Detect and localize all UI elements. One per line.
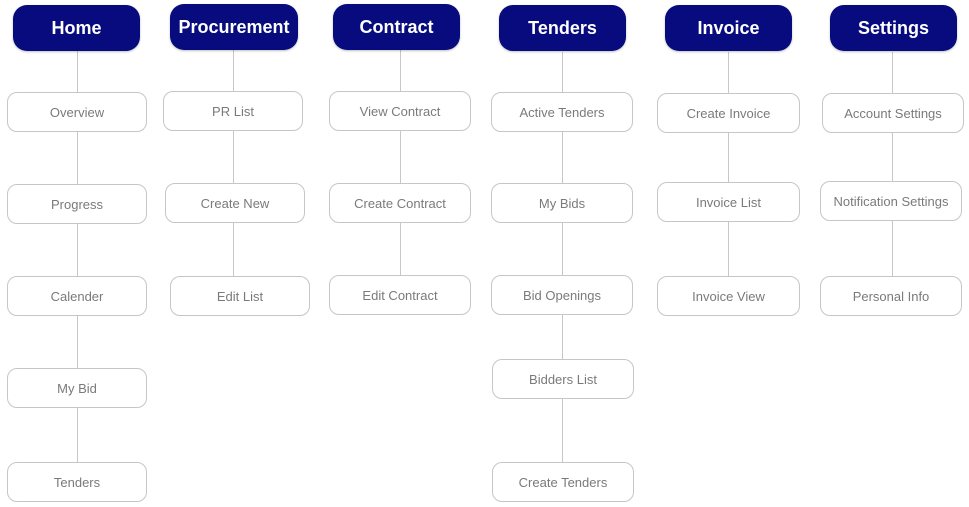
connector-line [76,50,78,465]
connector-line [891,52,893,278]
node-create-invoice[interactable]: Create Invoice [657,93,800,133]
header-home[interactable]: Home [13,5,140,51]
header-tenders[interactable]: Tenders [499,5,626,51]
node-overview[interactable]: Overview [7,92,147,132]
node-tenders[interactable]: Tenders [7,462,147,502]
node-bid-openings[interactable]: Bid Openings [491,275,633,315]
node-progress[interactable]: Progress [7,184,147,224]
node-create-new[interactable]: Create New [165,183,305,223]
node-invoice-view[interactable]: Invoice View [657,276,800,316]
node-edit-list[interactable]: Edit List [170,276,310,316]
header-contract[interactable]: Contract [333,4,460,50]
node-calender[interactable]: Calender [7,276,147,316]
node-bidders-list[interactable]: Bidders List [492,359,634,399]
column-contract: Contract View Contract Create Contract E… [329,0,471,507]
node-create-contract[interactable]: Create Contract [329,183,471,223]
column-tenders: Tenders Active Tenders My Bids Bid Openi… [491,0,634,507]
node-create-tenders[interactable]: Create Tenders [492,462,634,502]
column-invoice: Invoice Create Invoice Invoice List Invo… [657,0,800,507]
header-procurement[interactable]: Procurement [170,4,298,50]
node-active-tenders[interactable]: Active Tenders [491,92,633,132]
node-notification-settings[interactable]: Notification Settings [820,181,962,221]
node-personal-info[interactable]: Personal Info [820,276,962,316]
node-my-bid[interactable]: My Bid [7,368,147,408]
node-invoice-list[interactable]: Invoice List [657,182,800,222]
node-my-bids[interactable]: My Bids [491,183,633,223]
header-settings[interactable]: Settings [830,5,957,51]
connector-line [728,52,729,278]
connector-line [399,50,401,278]
column-home: Home Overview Progress Calender My Bid T… [7,0,147,507]
node-view-contract[interactable]: View Contract [329,91,471,131]
node-pr-list[interactable]: PR List [163,91,303,131]
column-settings: Settings Account Settings Notification S… [820,0,964,507]
node-edit-contract[interactable]: Edit Contract [329,275,471,315]
connector-line [562,52,563,465]
column-procurement: Procurement PR List Create New Edit List [163,0,310,507]
node-account-settings[interactable]: Account Settings [822,93,964,133]
header-invoice[interactable]: Invoice [665,5,792,51]
connector-line [232,50,234,278]
